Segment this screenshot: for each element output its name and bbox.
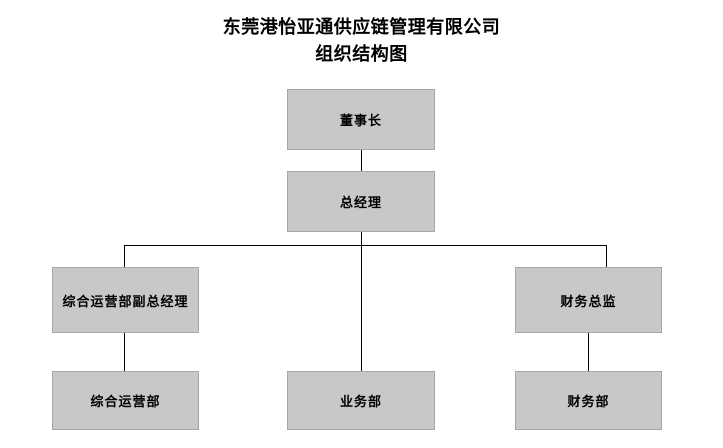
connector-deputy-gm-to-ops-dept (124, 333, 125, 371)
node-finance-dept-label: 财务部 (567, 395, 610, 410)
connector-level3-bus (124, 245, 607, 246)
chart-title-line-1: 东莞港怡亚通供应链管理有限公司 (222, 17, 501, 38)
connector-general-manager-stem (361, 232, 362, 246)
node-business-dept[interactable]: 业务部 (287, 371, 435, 430)
connector-cfo-to-finance-dept (588, 333, 589, 371)
connector-bus-to-business-dept (361, 245, 362, 371)
node-ops-dept[interactable]: 综合运营部 (52, 371, 199, 430)
node-chairman-label: 董事长 (339, 114, 382, 129)
node-chairman[interactable]: 董事长 (287, 89, 435, 150)
node-deputy-gm-ops-label: 综合运营部副总经理 (62, 294, 189, 310)
node-general-manager-label: 总经理 (339, 196, 382, 211)
node-deputy-gm-ops[interactable]: 综合运营部副总经理 (52, 267, 199, 333)
node-business-dept-label: 业务部 (339, 395, 382, 410)
node-cfo[interactable]: 财务总监 (515, 267, 662, 333)
connector-bus-to-cfo (606, 245, 607, 267)
node-cfo-label: 财务总监 (560, 294, 617, 310)
chart-title-line-2: 组织结构图 (315, 44, 408, 65)
connector-bus-to-deputy-gm-ops (124, 245, 125, 267)
connector-chairman-to-general-manager (361, 150, 362, 172)
node-ops-dept-label: 综合运营部 (90, 395, 161, 410)
node-general-manager[interactable]: 总经理 (287, 171, 435, 232)
node-finance-dept[interactable]: 财务部 (515, 371, 662, 430)
chart-title: 东莞港怡亚通供应链管理有限公司 组织结构图 (0, 14, 723, 68)
